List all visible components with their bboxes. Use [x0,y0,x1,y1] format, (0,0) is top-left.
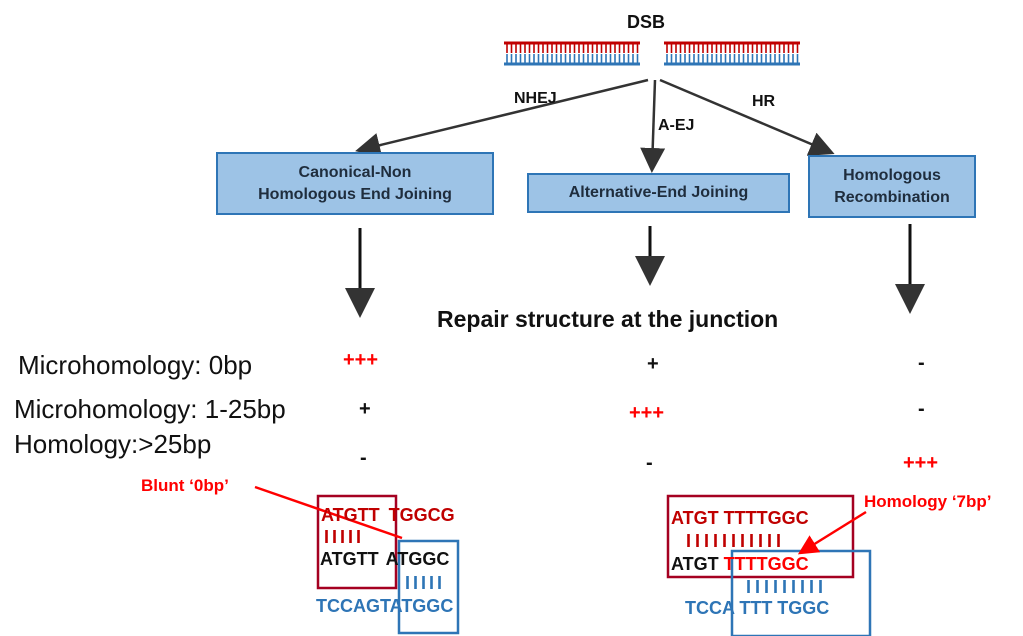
row-label-gt25bp: Homology:>25bp [14,429,212,459]
homologous-recombination-box-line2: Recombination [834,188,950,206]
left-bottom-strand: TCCAGTATGGC [316,596,454,616]
left-mid-seq-a: ATGTT [320,549,379,569]
homology-callout-line [797,510,867,555]
dsb-dna-left-icon [504,41,640,66]
left-bottom-ticks: IIIII [405,573,446,593]
nhej-label: NHEJ [514,90,557,107]
right-middle-strand: ATGT TTTTGGC [671,554,809,575]
left-top-seq-b: TGGCG [388,505,455,525]
left-top-strand: ATGTT TGGCG [321,505,455,526]
row-label-0bp: Microhomology: 0bp [18,350,253,380]
homologous-recombination-box: Homologous Recombination [808,155,976,218]
row2-nhej-value: - [360,447,367,469]
row1-nhej-value: + [359,398,371,420]
row2-hr-value: +++ [903,452,939,474]
row0-aej-value: + [647,353,659,375]
alternative-end-joining-box-label: Alternative-End Joining [568,184,749,201]
left-middle-strand: ATGTT ATGGC [320,549,449,570]
homologous-recombination-box-line1: Homologous [843,166,941,184]
canonical-nhej-box-line1: Canonical-Non [298,163,412,181]
right-bottom-strand: TCCA TTT TGGC [685,598,830,618]
right-mid-seq-b: TTTTGGC [723,554,809,574]
right-bottom-ticks: IIIIIIIII [746,577,828,597]
aej-label: A-EJ [658,117,695,134]
right-mid-seq-a: ATGT [671,554,719,574]
row-label-1-25bp: Microhomology: 1-25bp [14,394,286,424]
blunt-callout-label: Blunt ‘0bp’ [141,476,229,495]
repair-structure-header: Repair structure at the junction [437,306,779,332]
nhej-arrow [355,78,649,158]
row2-aej-value: - [646,452,653,474]
right-red-box [666,494,855,579]
canonical-nhej-box-line2: Homologous End Joining [258,185,452,203]
homology-callout-label: Homology ‘7bp’ [864,492,992,511]
left-top-seq-a: ATGTT [321,505,380,525]
blunt-callout-line [254,485,403,540]
left-red-box [316,494,398,590]
right-top-strand: ATGT TTTTGGC [671,508,809,528]
right-top-ticks: IIIIIIIIIII [686,531,786,551]
hr-label: HR [752,93,776,110]
canonical-nhej-box: Canonical-Non Homologous End Joining [216,152,494,215]
aej-arrow [640,79,666,173]
row1-aej-value: +++ [629,402,665,424]
hr-arrow [659,78,835,156]
dsb-label: DSB [627,12,666,32]
row0-hr-value: - [918,352,925,374]
row1-hr-value: - [918,398,925,420]
left-blue-box [397,539,460,635]
left-mid-seq-b: ATGGC [385,549,450,569]
left-top-ticks: IIIII [324,527,365,547]
alternative-end-joining-box: Alternative-End Joining [527,173,790,213]
dsb-dna-right-icon [664,41,800,66]
row0-nhej-value: +++ [343,349,379,371]
